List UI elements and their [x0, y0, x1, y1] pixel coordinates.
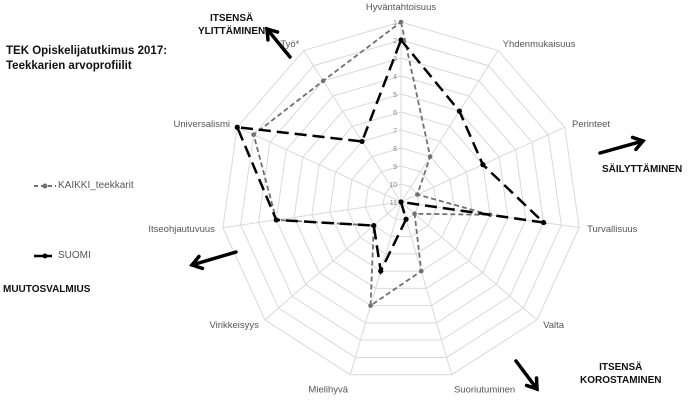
data-point [378, 268, 384, 274]
data-point [320, 78, 326, 84]
grid-ring [275, 75, 527, 324]
data-point [359, 138, 365, 145]
data-point [427, 154, 433, 159]
tick-label: 9 [393, 164, 397, 171]
data-point [398, 199, 404, 205]
tick-label: 11 [390, 200, 397, 207]
axis-spoke [303, 50, 402, 203]
axis-labels: HyväntahtoisuusYhdenmukaisuusPerinteetTu… [148, 2, 637, 395]
annotation-itsensa-korostaminen: ITSENSÄ KOROSTAMINEN [580, 361, 661, 387]
arrow-right-icon [598, 135, 646, 155]
axis-spoke [264, 201, 402, 321]
series-line-kaikki-teekkarit [252, 20, 491, 308]
axis-label: Työ* [280, 39, 299, 50]
axis-spoke [400, 50, 499, 203]
tick-label: 3 [393, 56, 397, 63]
tick-label: 2 [393, 38, 397, 45]
arrow-up-left-icon [265, 26, 292, 59]
grid-ring [329, 129, 473, 272]
annotation-line: YLITTÄMINEN [198, 26, 266, 37]
legend-swatch-kaikki [34, 183, 56, 188]
chart-subtitle: Teekkarien arvoprofiilit [6, 60, 132, 72]
data-point [398, 37, 404, 43]
axis-spoke [400, 201, 453, 375]
axis-label: Perinteet [572, 119, 610, 130]
grid-ring [240, 39, 562, 358]
tick-label: 10 [389, 182, 397, 189]
chart-title-line1: TEK Opiskelijatutkimus 2017: [6, 45, 168, 57]
series-line-suomi [235, 37, 548, 276]
data-point [234, 124, 240, 130]
grid-ring [364, 165, 438, 238]
grid-ring [222, 21, 580, 376]
annotation-sailyttaminen: SÄILYTTÄMINEN [602, 163, 682, 176]
legend-swatch-suomi [34, 253, 52, 258]
axis-label: Turvallisuus [587, 224, 638, 235]
chart-title: TEK Opiskelijatutkimus 2017: Teekkarien … [6, 44, 167, 74]
tick-label: 1 [393, 20, 397, 27]
data-point [273, 217, 279, 223]
axis-label: Yhdenmukaisuus [503, 39, 576, 50]
legend-label-suomi: SUOMI [58, 250, 91, 261]
axis-label: Valta [543, 320, 565, 331]
axis-label: Universalismi [174, 119, 230, 130]
axis-label: Mielihyvä [308, 384, 348, 395]
annotation-line: ITSENSÄ [209, 13, 254, 24]
legend-item-suomi: SUOMI [34, 250, 91, 261]
data-point [480, 162, 486, 168]
axis-spoke [222, 201, 402, 229]
data-series [234, 19, 548, 308]
axis-label: Virikkeisyys [209, 320, 259, 331]
data-point [418, 268, 424, 274]
data-point [415, 192, 420, 197]
data-point [456, 108, 462, 114]
data-point [412, 211, 417, 217]
grid-ring [347, 147, 455, 255]
data-point [368, 303, 373, 308]
annotation-line: SÄILYTTÄMINEN [602, 164, 683, 175]
data-point [403, 216, 409, 222]
radar-grid [222, 21, 580, 376]
legend-item-kaikki: KAIKKI_teekkarit [34, 180, 134, 191]
annotation-muutosvalmius: MUUTOSVALMIUS [3, 283, 90, 296]
tick-label: 7 [393, 128, 397, 135]
axis-spoke [237, 126, 402, 203]
data-point [251, 132, 256, 138]
data-point [398, 19, 404, 25]
axis-label: Itseohjautuvuus [148, 224, 215, 235]
arrow-left-icon [189, 250, 238, 271]
annotation-line: KOROSTAMINEN [580, 375, 662, 386]
legend-label-kaikki: KAIKKI_teekkarit [58, 180, 134, 191]
tick-labels: 1 2 3 4 5 6 7 8 9 10 11 [389, 20, 397, 207]
tick-label: 5 [393, 92, 397, 99]
axis-label: Suoriutuminen [454, 384, 515, 395]
annotation-itsensa-ylittaminen: ITSENSÄ YLITTÄMINEN [198, 12, 265, 38]
tick-label: 8 [393, 146, 397, 153]
annotation-line: ITSENSÄ [599, 362, 643, 373]
arrow-down-right-icon [514, 359, 539, 392]
data-point [371, 222, 377, 229]
grid-ring [293, 93, 509, 307]
data-point [540, 219, 547, 226]
tick-label: 6 [393, 110, 397, 117]
axis-label: Hyväntahtoisuus [366, 2, 436, 13]
tick-label: 4 [393, 74, 397, 81]
grid-ring [311, 111, 491, 289]
annotation-arrows [189, 26, 646, 392]
annotation-line: MUUTOSVALMIUS [3, 284, 91, 295]
axis-spoke [400, 201, 538, 321]
axis-spoke [349, 201, 402, 375]
